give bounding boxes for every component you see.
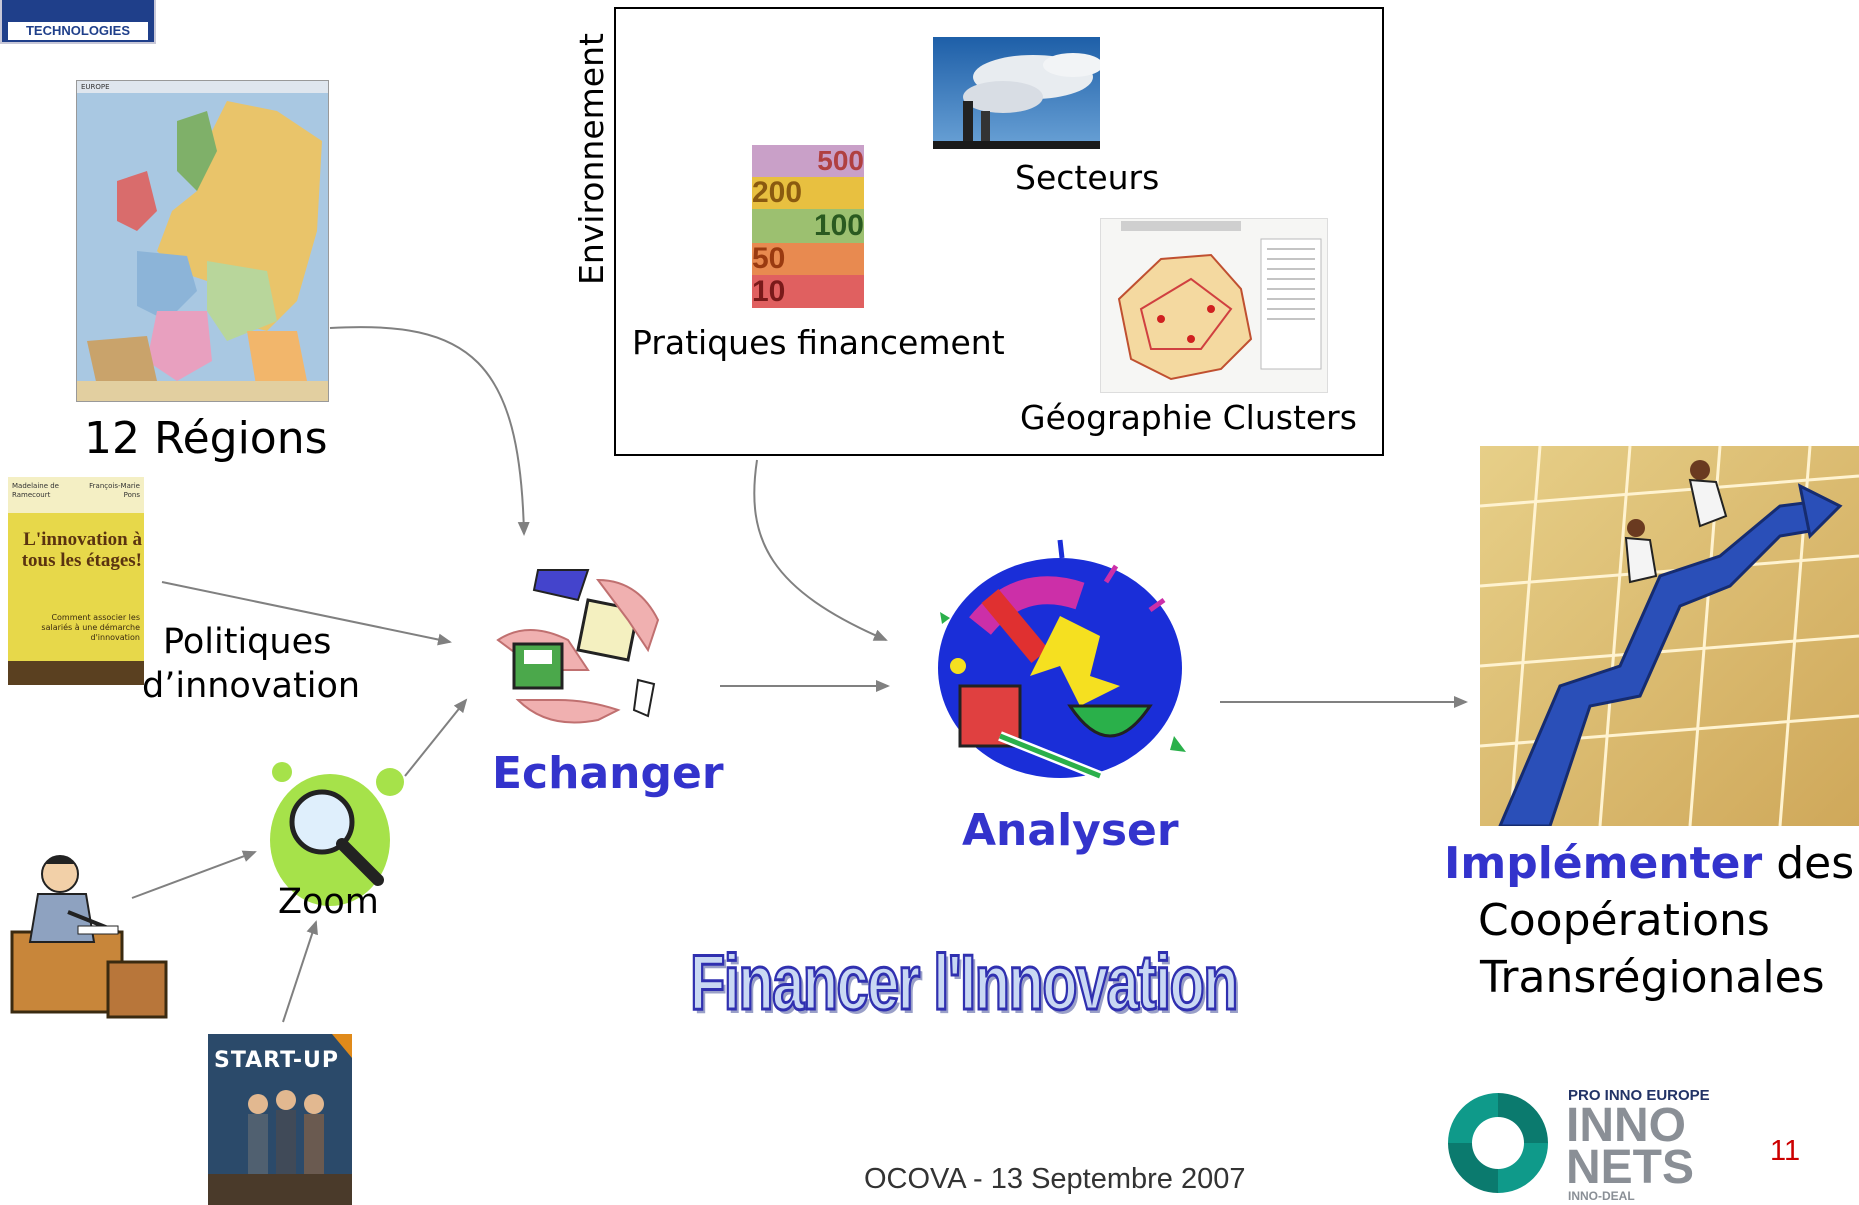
politiques-label-line1: Politiques xyxy=(163,622,332,662)
note-500: 500 xyxy=(752,145,864,177)
arrow-startup-to-zoom xyxy=(282,920,318,1023)
implementer-rest: des xyxy=(1762,838,1855,889)
implementer-bold: Implémenter xyxy=(1444,838,1763,889)
arrow-environment-to-analyser xyxy=(753,459,888,641)
book-subtitle: Comment associer les salariés à une déma… xyxy=(41,613,140,642)
geographie-label: Géographie Clusters xyxy=(1020,398,1357,437)
startup-title: START-UP xyxy=(214,1048,340,1073)
book-author-right: François-Marie Pons xyxy=(89,482,140,499)
smokestacks-image xyxy=(933,37,1100,149)
lab-analysis-icon xyxy=(920,536,1190,798)
footer-text: OCOVA - 13 Septembre 2007 xyxy=(864,1163,1246,1195)
startup-poster-image: START-UP xyxy=(208,1034,352,1205)
map-graphic xyxy=(77,93,328,401)
arrow-regions-to-echanger xyxy=(329,326,530,536)
innonets-line1: INNO xyxy=(1566,1099,1686,1152)
company-logo: TECHNOLOGIES xyxy=(0,0,156,44)
banknotes-image: 500 200 100 50 10 xyxy=(752,145,864,308)
company-logo-text: TECHNOLOGIES xyxy=(8,22,148,40)
zoom-label: Zoom xyxy=(278,882,379,922)
implementer-label-line1: Implémenter des xyxy=(1444,838,1854,889)
pratiques-label: Pratiques financement xyxy=(632,323,1005,362)
map-title: EUROPE xyxy=(81,83,110,91)
politiques-label-line2: d’innovation xyxy=(142,666,361,706)
secteurs-label: Secteurs xyxy=(1015,158,1160,197)
innonets-swirl-icon xyxy=(1448,1093,1548,1193)
regions-label: 12 Régions xyxy=(84,413,328,464)
exchange-hands-icon xyxy=(478,560,668,740)
innonets-line2: NETS xyxy=(1566,1141,1695,1194)
page-number: 11 xyxy=(1770,1135,1801,1167)
note-10: 10 xyxy=(752,275,864,308)
arrow-politiques-to-echanger xyxy=(161,581,452,646)
clusters-map-image xyxy=(1100,218,1328,393)
arrow-zoom-to-echanger xyxy=(404,698,468,777)
arrow-desk-to-zoom xyxy=(131,850,257,899)
note-200: 200 xyxy=(752,177,864,209)
analyser-label: Analyser xyxy=(962,805,1179,856)
innovation-book-image: Madelaine de Ramecourt François-Marie Po… xyxy=(8,477,144,685)
man-at-desk-image xyxy=(8,852,170,1024)
note-100: 100 xyxy=(752,209,864,243)
implementer-label-line3: Transrégionales xyxy=(1480,952,1825,1003)
innonets-logo: PRO INNO EUROPE INNO NETS INNO-DEAL xyxy=(1440,1085,1740,1203)
environment-box xyxy=(614,7,1384,456)
book-title: L'innovation à tous les étages! xyxy=(21,529,142,571)
zoom-magnifier-icon xyxy=(268,760,408,910)
note-50: 50 xyxy=(752,243,864,275)
climbing-arrow-image xyxy=(1480,446,1859,826)
financer-innovation-banner: Financer l'Innovation xyxy=(689,937,1240,1028)
book-author-left: Madelaine de Ramecourt xyxy=(12,482,59,499)
innonets-sub: INNO-DEAL xyxy=(1568,1189,1635,1203)
europe-map-image: EUROPE xyxy=(76,80,329,402)
implementer-label-line2: Coopérations xyxy=(1478,895,1770,946)
innonets-top: PRO INNO EUROPE xyxy=(1568,1087,1710,1104)
echanger-label: Echanger xyxy=(492,748,724,799)
